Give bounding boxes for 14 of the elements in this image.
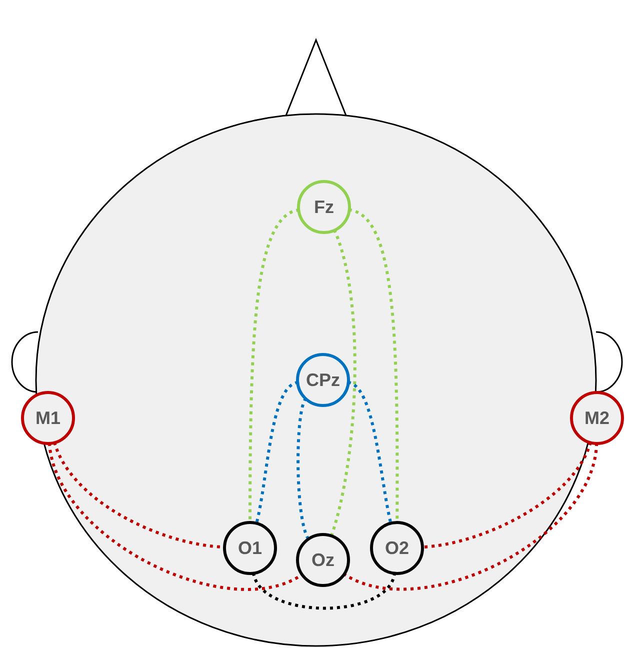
electrode-label: O1 xyxy=(238,539,262,557)
connector-line xyxy=(343,442,598,590)
electrode-label: M2 xyxy=(584,409,610,427)
electrode-label: CPz xyxy=(306,371,340,389)
connector-line xyxy=(422,442,592,549)
electrode-label: Fz xyxy=(314,198,334,216)
connector-line xyxy=(330,229,356,537)
electrode-circle xyxy=(570,391,624,445)
electrode-circle xyxy=(21,391,75,445)
electrode-label: M1 xyxy=(35,409,60,427)
connector-line xyxy=(296,398,310,540)
electrode-label: Oz xyxy=(311,551,334,569)
connector-line xyxy=(252,572,396,610)
electrode-label: O2 xyxy=(384,539,409,557)
